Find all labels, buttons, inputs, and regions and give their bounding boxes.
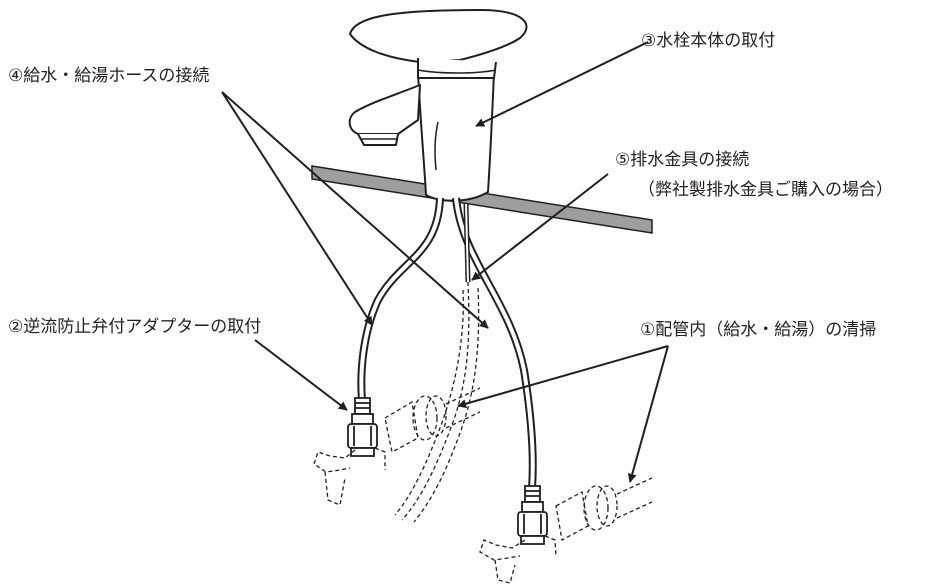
step5-note-label: （弊社製排水金具ご購入の場合） [638,180,893,200]
left-fitting [347,397,378,457]
faucet-body [348,9,528,202]
right-fitting [517,485,548,545]
step3-label: ③水栓本体の取付 [641,31,776,51]
leader-arrows [221,41,669,483]
step1-label: ①配管内（給水・給湯）の清掃 [640,320,877,340]
step5-label: ⑤排水金具の接続 [615,150,750,170]
dashed-pipes [313,281,653,584]
countertop [311,165,653,234]
step2-label: ②逆流防止弁付アダプターの取付 [8,317,262,337]
step4-label: ④給水・給湯ホースの接続 [8,66,210,86]
supply-hoses [357,197,537,489]
